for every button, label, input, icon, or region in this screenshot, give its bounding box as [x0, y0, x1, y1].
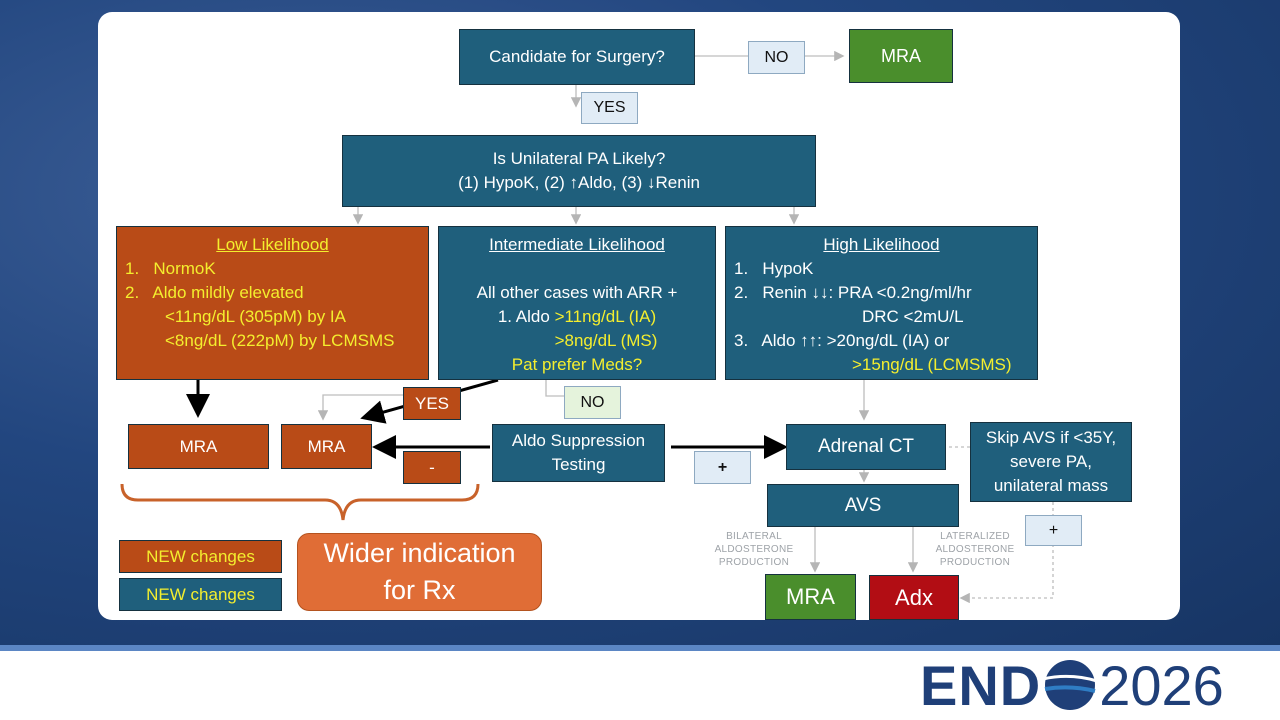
- adrenal-ct-text: Adrenal CT: [817, 436, 915, 457]
- avs-box: AVS: [767, 484, 959, 527]
- unilateral-line2: (1) HypoK, (2) ↑Aldo, (3) ↓Renin: [458, 173, 700, 192]
- skip-avs-line3: unilateral mass: [993, 476, 1109, 495]
- high-likelihood-box: High Likelihood 1. HypoK 2. Renin ↓↓: PR…: [725, 226, 1038, 380]
- intermediate-line3: >8ng/dL (MS): [554, 331, 658, 350]
- yes-tag-top: YES: [581, 92, 638, 124]
- lateralized-label-line3: PRODUCTION: [939, 557, 1011, 568]
- bilateral-label-line2: ALDOSTERONE: [714, 544, 794, 555]
- minus-tag: -: [403, 451, 461, 484]
- minus-tag-text: -: [429, 457, 435, 477]
- plus-tag-right: +: [1025, 515, 1082, 546]
- adx-box: Adx: [869, 575, 959, 620]
- intermediate-likelihood-title: Intermediate Likelihood: [489, 235, 665, 254]
- low-likelihood-title: Low Likelihood: [216, 235, 329, 254]
- skip-avs-line2: severe PA,: [1010, 452, 1092, 471]
- high-likelihood-item2b: DRC <2mU/L: [862, 307, 964, 326]
- intermediate-line2-prefix: 1. Aldo: [497, 307, 555, 326]
- high-likelihood-title: High Likelihood: [823, 235, 940, 254]
- high-likelihood-item1: 1. HypoK: [734, 259, 814, 278]
- mra-top-text: MRA: [881, 46, 921, 66]
- low-likelihood-item1: 1. NormoK: [125, 259, 216, 278]
- legend-teal: NEW changes: [119, 578, 282, 611]
- skip-avs-box: Skip AVS if <35Y, severe PA, unilateral …: [970, 422, 1132, 502]
- legend-teal-text: NEW changes: [146, 584, 255, 604]
- callout-line1: Wider indication: [323, 538, 516, 568]
- low-likelihood-sub1: <11ng/dL (305pM) by IA: [165, 307, 346, 326]
- legend-rust: NEW changes: [119, 540, 282, 573]
- wider-indication-callout: Wider indication for Rx: [297, 533, 542, 611]
- legend-rust-text: NEW changes: [146, 546, 255, 566]
- endo-logo: END 2026: [920, 654, 1224, 717]
- globe-icon: [1042, 660, 1098, 710]
- intermediate-line2-value: >11ng/dL (IA): [554, 307, 657, 326]
- yes-tag-mid: YES: [403, 387, 461, 420]
- yes-tag-top-text: YES: [593, 99, 626, 116]
- avs-text: AVS: [844, 494, 882, 516]
- mra-bottom-box: MRA: [765, 574, 856, 620]
- no-tag-mid: NO: [564, 386, 621, 419]
- mra-mid-box: MRA: [281, 424, 372, 469]
- bilateral-label: BILATERAL ALDOSTERONE PRODUCTION: [704, 530, 804, 569]
- lateralized-label-line1: LATERALIZED: [940, 531, 1010, 542]
- bilateral-label-line3: PRODUCTION: [718, 557, 790, 568]
- mra-top-box: MRA: [849, 29, 953, 83]
- low-likelihood-box: Low Likelihood 1. NormoK 2. Aldo mildly …: [116, 226, 429, 380]
- low-likelihood-sub2: <8ng/dL (222pM) by LCMSMS: [165, 331, 395, 350]
- aldo-suppression-line2: Testing: [551, 455, 606, 474]
- candidate-for-surgery-box: Candidate for Surgery?: [459, 29, 695, 85]
- callout-line2: for Rx: [383, 575, 456, 605]
- intermediate-line2: 1. Aldo >11ng/dL (IA): [498, 305, 656, 329]
- logo-text-year: 2026: [1099, 653, 1224, 717]
- no-tag-top: NO: [748, 41, 805, 74]
- yes-tag-mid-text: YES: [414, 393, 450, 413]
- plus-tag-mid: +: [694, 451, 751, 484]
- plus-tag-mid-text: +: [717, 458, 728, 476]
- skip-avs-line1: Skip AVS if <35Y,: [985, 428, 1117, 447]
- intermediate-line1: All other cases with ARR +: [476, 283, 678, 302]
- mra-left-text: MRA: [179, 436, 218, 456]
- intermediate-likelihood-box: Intermediate Likelihood All other cases …: [438, 226, 716, 380]
- no-tag-top-text: NO: [764, 48, 789, 66]
- aldo-suppression-line1: Aldo Suppression: [511, 431, 646, 450]
- unilateral-line1: Is Unilateral PA Likely?: [492, 149, 666, 168]
- lateralized-label-line2: ALDOSTERONE: [935, 544, 1015, 555]
- low-likelihood-item2: 2. Aldo mildly elevated: [125, 283, 304, 302]
- mra-left-box: MRA: [128, 424, 269, 469]
- bilateral-label-line1: BILATERAL: [726, 531, 782, 542]
- mra-bottom-text: MRA: [786, 584, 835, 609]
- high-likelihood-item2: 2. Renin ↓↓: PRA <0.2ng/ml/hr: [734, 283, 972, 302]
- unilateral-pa-box: Is Unilateral PA Likely? (1) HypoK, (2) …: [342, 135, 816, 207]
- plus-tag-right-text: +: [1048, 521, 1059, 539]
- aldo-suppression-box: Aldo Suppression Testing: [492, 424, 665, 482]
- adrenal-ct-box: Adrenal CT: [786, 424, 946, 470]
- candidate-for-surgery-text: Candidate for Surgery?: [489, 47, 665, 66]
- high-likelihood-item3: 3. Aldo ↑↑: >20ng/dL (IA) or: [734, 331, 950, 350]
- no-tag-mid-text: NO: [580, 393, 605, 411]
- mra-mid-text: MRA: [307, 436, 346, 456]
- lateralized-label: LATERALIZED ALDOSTERONE PRODUCTION: [923, 530, 1027, 569]
- high-likelihood-item3b: >15ng/dL (LCMSMS): [852, 355, 1012, 374]
- background-divider: [0, 645, 1280, 651]
- logo-text-end: END: [920, 653, 1042, 717]
- adx-text: Adx: [895, 584, 933, 610]
- intermediate-line4: Pat prefer Meds?: [511, 355, 643, 374]
